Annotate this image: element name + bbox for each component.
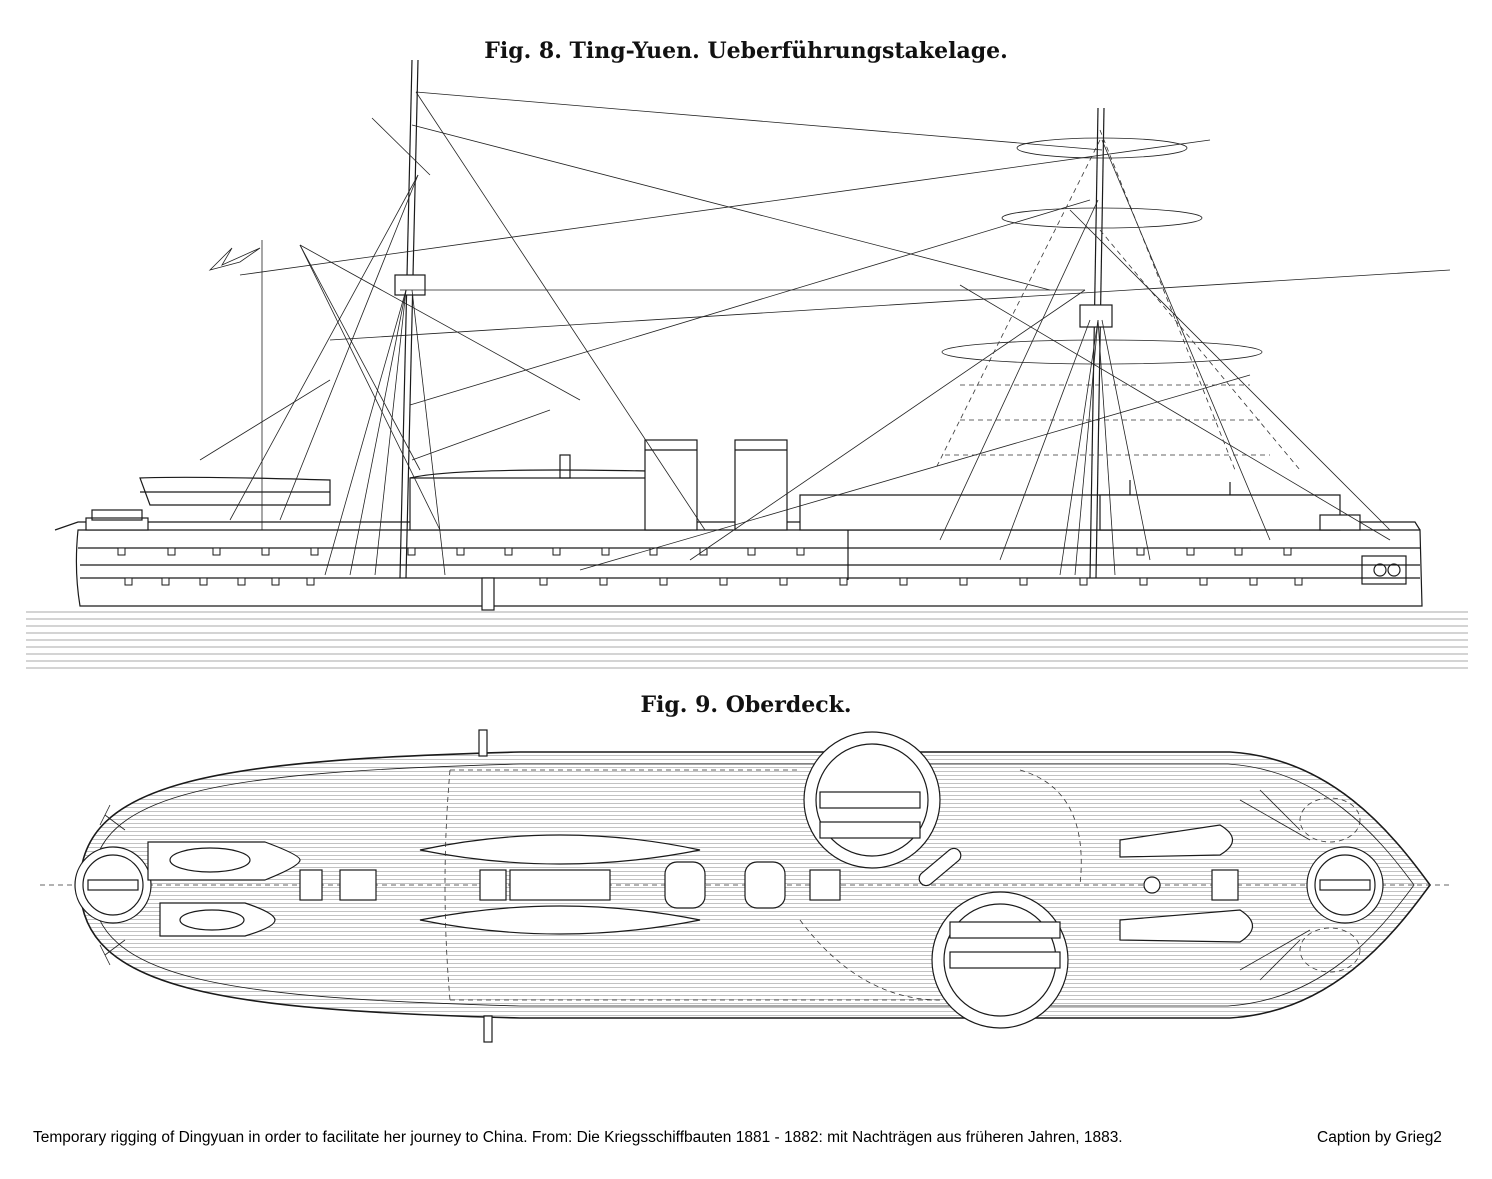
hawse-pipes xyxy=(1361,555,1407,585)
fig8-title: Fig. 8. Ting-Yuen. Ueberführungstakelage… xyxy=(484,38,1008,64)
rigging xyxy=(199,91,1451,576)
port-holes xyxy=(117,547,1303,586)
barbette-aft xyxy=(931,891,1069,1029)
rigging-dashed xyxy=(934,129,1301,471)
main-mast xyxy=(941,107,1263,579)
stern-turret xyxy=(1306,846,1384,924)
deck-fittings xyxy=(299,847,1239,909)
bow-turret xyxy=(74,846,152,924)
water-lines xyxy=(26,611,1468,669)
caption: Temporary rigging of Dingyuan in order t… xyxy=(33,1129,1123,1146)
fig9-title: Fig. 9. Oberdeck. xyxy=(640,692,852,718)
superstructure xyxy=(85,439,1361,580)
caption-credit: Caption by Grieg2 xyxy=(1317,1129,1442,1146)
deck-boats xyxy=(147,824,1254,943)
barbette-forward xyxy=(803,731,941,869)
deck-tracks xyxy=(444,769,1082,1001)
boat-booms xyxy=(478,729,493,1043)
anchors xyxy=(99,789,1361,981)
